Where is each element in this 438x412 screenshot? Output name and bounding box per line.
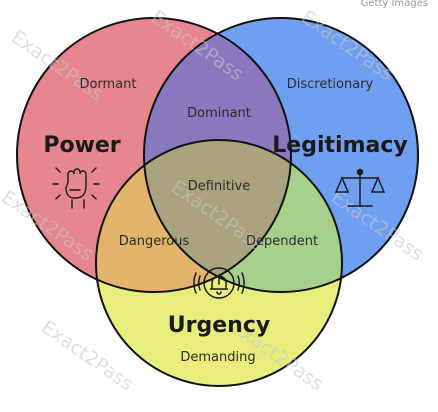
legitimacy-outline — [143, 17, 419, 293]
alarm-bell-icon — [193, 267, 245, 299]
image-credit: Getty Images — [361, 0, 428, 9]
raised-fist-icon — [52, 167, 100, 209]
region-label-definitive: Definitive — [188, 179, 250, 194]
region-label-dominant: Dominant — [187, 106, 251, 121]
region-label-discretionary: Discretionary — [287, 77, 374, 92]
region-label-dormant: Dormant — [79, 77, 136, 92]
region-label-demanding: Demanding — [180, 350, 255, 365]
power-title: Power — [43, 133, 120, 158]
overlap-all — [144, 140, 291, 292]
urgency-title: Urgency — [168, 313, 270, 338]
urgency-outline — [95, 139, 343, 387]
legitimacy-title: Legitimacy — [272, 133, 407, 158]
power-outline — [16, 17, 292, 293]
balance-scale-icon — [334, 168, 386, 207]
region-label-dangerous: Dangerous — [119, 234, 190, 249]
region-label-dependent: Dependent — [246, 234, 318, 249]
